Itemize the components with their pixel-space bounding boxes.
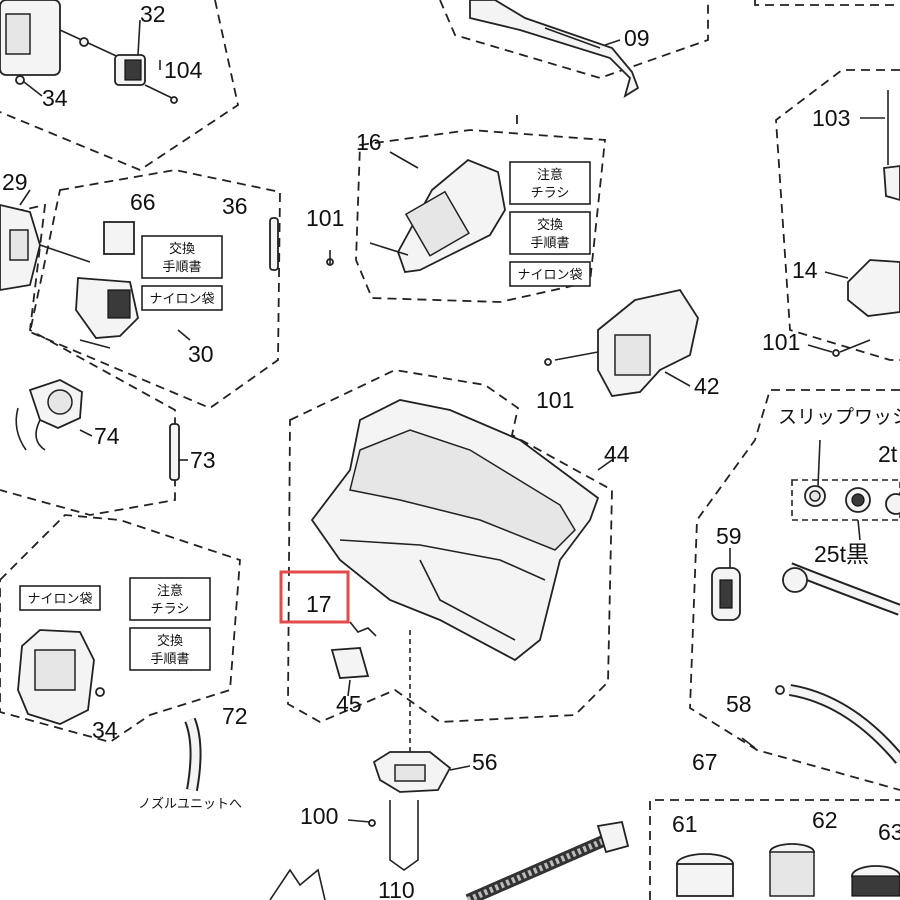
part-number-62: 62: [812, 807, 838, 833]
part-number-32: 32: [140, 1, 166, 27]
caution-flyer-label: 注意: [157, 583, 183, 599]
part-number-2t: 2t: [878, 441, 898, 467]
part-number-44: 44: [604, 441, 630, 467]
part-number-61: 61: [672, 811, 698, 837]
part-number-101: 101: [536, 387, 574, 413]
part-number-17: 17: [306, 591, 332, 617]
part-number-110: 110: [378, 877, 415, 900]
part-number-16: 16: [356, 129, 382, 155]
part-number-14: 14: [792, 257, 818, 283]
part-number-103: 103: [812, 105, 850, 131]
nylon-bag-label: ナイロン袋: [27, 592, 92, 607]
part-number-25t: 25t黒: [814, 541, 869, 567]
replace-guide-label: 交換: [169, 241, 195, 257]
part-number-34: 34: [92, 717, 118, 743]
part-number-42: 42: [694, 373, 720, 399]
part-number-29: 29: [2, 169, 28, 195]
part-number-56: 56: [472, 749, 498, 775]
part-number-36: 36: [222, 193, 248, 219]
part-number-104: 104: [164, 57, 203, 83]
part-number-100: 100: [300, 803, 338, 829]
part-number-58: 58: [726, 691, 752, 717]
caution-flyer-label: チラシ: [151, 602, 190, 617]
replace-guide-label: 交換: [537, 217, 563, 233]
replace-guide-label: 手順書: [162, 260, 201, 275]
nozzle-unit-label: ノズルユニットへ: [138, 796, 242, 812]
nylon-bag-label: ナイロン袋: [149, 292, 214, 307]
part-number-09: 09: [624, 25, 650, 51]
nylon-bag-label: ナイロン袋: [517, 268, 582, 283]
part-number-63: 63: [878, 819, 900, 845]
label-boxes: 注意 チラシ 交換 手順書 ナイロン袋 交換 手順書 ナイロン袋 ナイロン袋 注…: [19, 161, 900, 812]
part-number-73: 73: [190, 447, 216, 473]
part-number-59: 59: [716, 523, 742, 549]
part-number-66: 66: [130, 189, 156, 215]
highlight-box-part-17: [279, 570, 350, 624]
slip-washer-label: スリップワッシ: [778, 406, 900, 428]
replace-guide-label: 手順書: [150, 652, 189, 667]
part-number-101: 101: [762, 329, 800, 355]
caution-flyer-label: 注意: [537, 167, 563, 183]
part-number-34: 34: [42, 85, 68, 111]
part-number-67: 67: [692, 749, 718, 775]
caution-flyer-label: チラシ: [531, 186, 570, 201]
replace-guide-label: 手順書: [530, 236, 569, 251]
part-number-72: 72: [222, 703, 248, 729]
replace-guide-label: 交換: [157, 633, 183, 649]
leader-lines: [19, 39, 885, 823]
part-number-74: 74: [94, 423, 120, 449]
part-number-45: 45: [336, 691, 362, 717]
part-number-101: 101: [306, 205, 344, 231]
part-number-30: 30: [188, 341, 214, 367]
